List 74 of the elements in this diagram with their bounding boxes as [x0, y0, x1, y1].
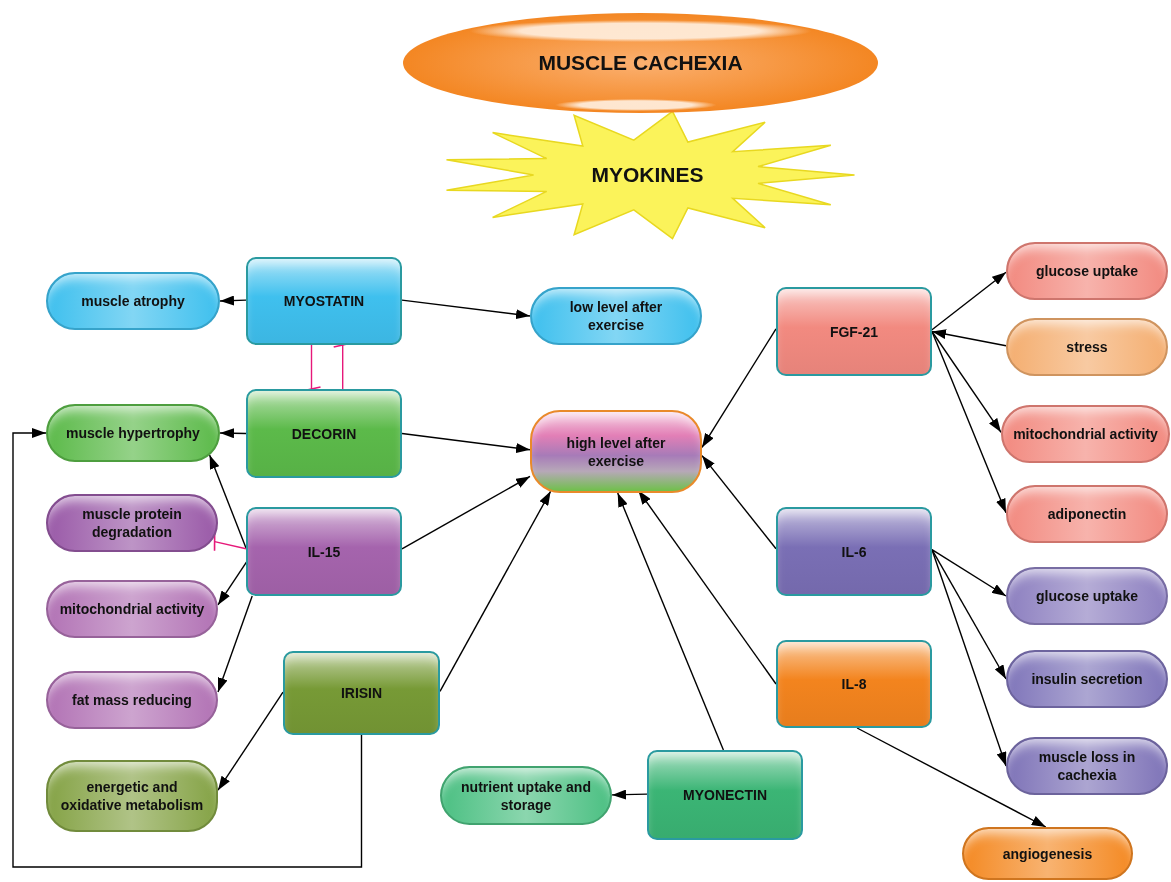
rounded-node: [46, 272, 220, 330]
arrow: [401, 299, 531, 320]
arrow: [439, 490, 552, 692]
arrow: [401, 432, 531, 453]
node-label: FGF-21: [828, 322, 880, 341]
rounded-node: [530, 287, 702, 345]
process-box: [283, 651, 440, 735]
rounded-node: [1006, 318, 1168, 376]
node-label: glucose uptake: [1035, 587, 1139, 605]
process-box: [776, 507, 932, 596]
node-label: low level after exercise: [568, 298, 664, 334]
node-label: MUSCLE CACHEXIA: [537, 51, 744, 75]
process-box: [246, 257, 402, 345]
rounded-node: [1006, 242, 1168, 300]
arrow: [219, 295, 247, 306]
arrow: [856, 727, 1047, 828]
rounded-node: [530, 410, 702, 493]
process-box: [246, 389, 402, 478]
rounded-node: [46, 580, 218, 638]
node-label: IRISIN: [339, 684, 384, 702]
node-label: IL-15: [306, 542, 342, 561]
node-label: muscle loss in cachexia: [1037, 748, 1137, 784]
node-label: adiponectin: [1046, 505, 1128, 523]
node-label: IL-6: [840, 542, 868, 561]
process-box: [246, 507, 402, 596]
node-label: MYONECTIN: [682, 786, 768, 804]
rounded-node: [46, 671, 218, 729]
arrow: [401, 475, 531, 550]
rounded-node: [46, 760, 218, 832]
node-label: mitochondrial activity: [1012, 425, 1159, 443]
process-box: [776, 287, 932, 376]
node-label: energetic and oxidative metabolism: [59, 778, 205, 814]
arrow: [611, 789, 648, 800]
node-label: angiogenesis: [1001, 844, 1094, 863]
node-label: glucose uptake: [1035, 262, 1139, 280]
arrow: [219, 428, 247, 439]
node-label: MYOSTATIN: [282, 292, 366, 310]
arrow: [931, 271, 1007, 331]
node-label: muscle hypertrophy: [65, 424, 201, 442]
node-label: insulin secretion: [1030, 670, 1144, 688]
rounded-node: [46, 494, 218, 552]
node-label: fat mass reducing: [71, 691, 193, 709]
arrow: [12, 428, 363, 868]
rounded-node: [1006, 737, 1168, 795]
node-label: stress: [1065, 338, 1109, 356]
arrow: [617, 492, 725, 751]
arrow: [208, 454, 247, 549]
rounded-node: [46, 404, 220, 462]
arrow: [931, 549, 1007, 597]
rounded-node: [1006, 650, 1168, 708]
node-label: DECORIN: [290, 424, 358, 443]
node-label: muscle atrophy: [80, 292, 186, 310]
rounded-node: [1001, 405, 1170, 463]
node-label: IL-8: [840, 675, 868, 693]
arrow: [931, 329, 1007, 347]
node-label: mitochondrial activity: [58, 600, 206, 618]
arrow: [931, 549, 1007, 680]
node-label: muscle protein degradation: [81, 505, 183, 541]
arrow: [217, 691, 284, 791]
process-box: [647, 750, 803, 840]
process-box: [776, 640, 932, 728]
rounded-node: [962, 827, 1133, 880]
node-label: nutrient uptake and storage: [460, 777, 592, 814]
node-label: MYOKINES: [590, 163, 705, 187]
arrow: [931, 330, 1007, 514]
arrow: [931, 330, 1002, 433]
arrow: [701, 454, 777, 550]
rounded-node: [1006, 485, 1168, 543]
arrow: [931, 549, 1007, 767]
arrow: [701, 328, 777, 449]
arrow: [217, 559, 249, 606]
node-label: high level after exercise: [565, 433, 667, 470]
arrow: [217, 595, 253, 693]
rounded-node: [1006, 567, 1168, 625]
